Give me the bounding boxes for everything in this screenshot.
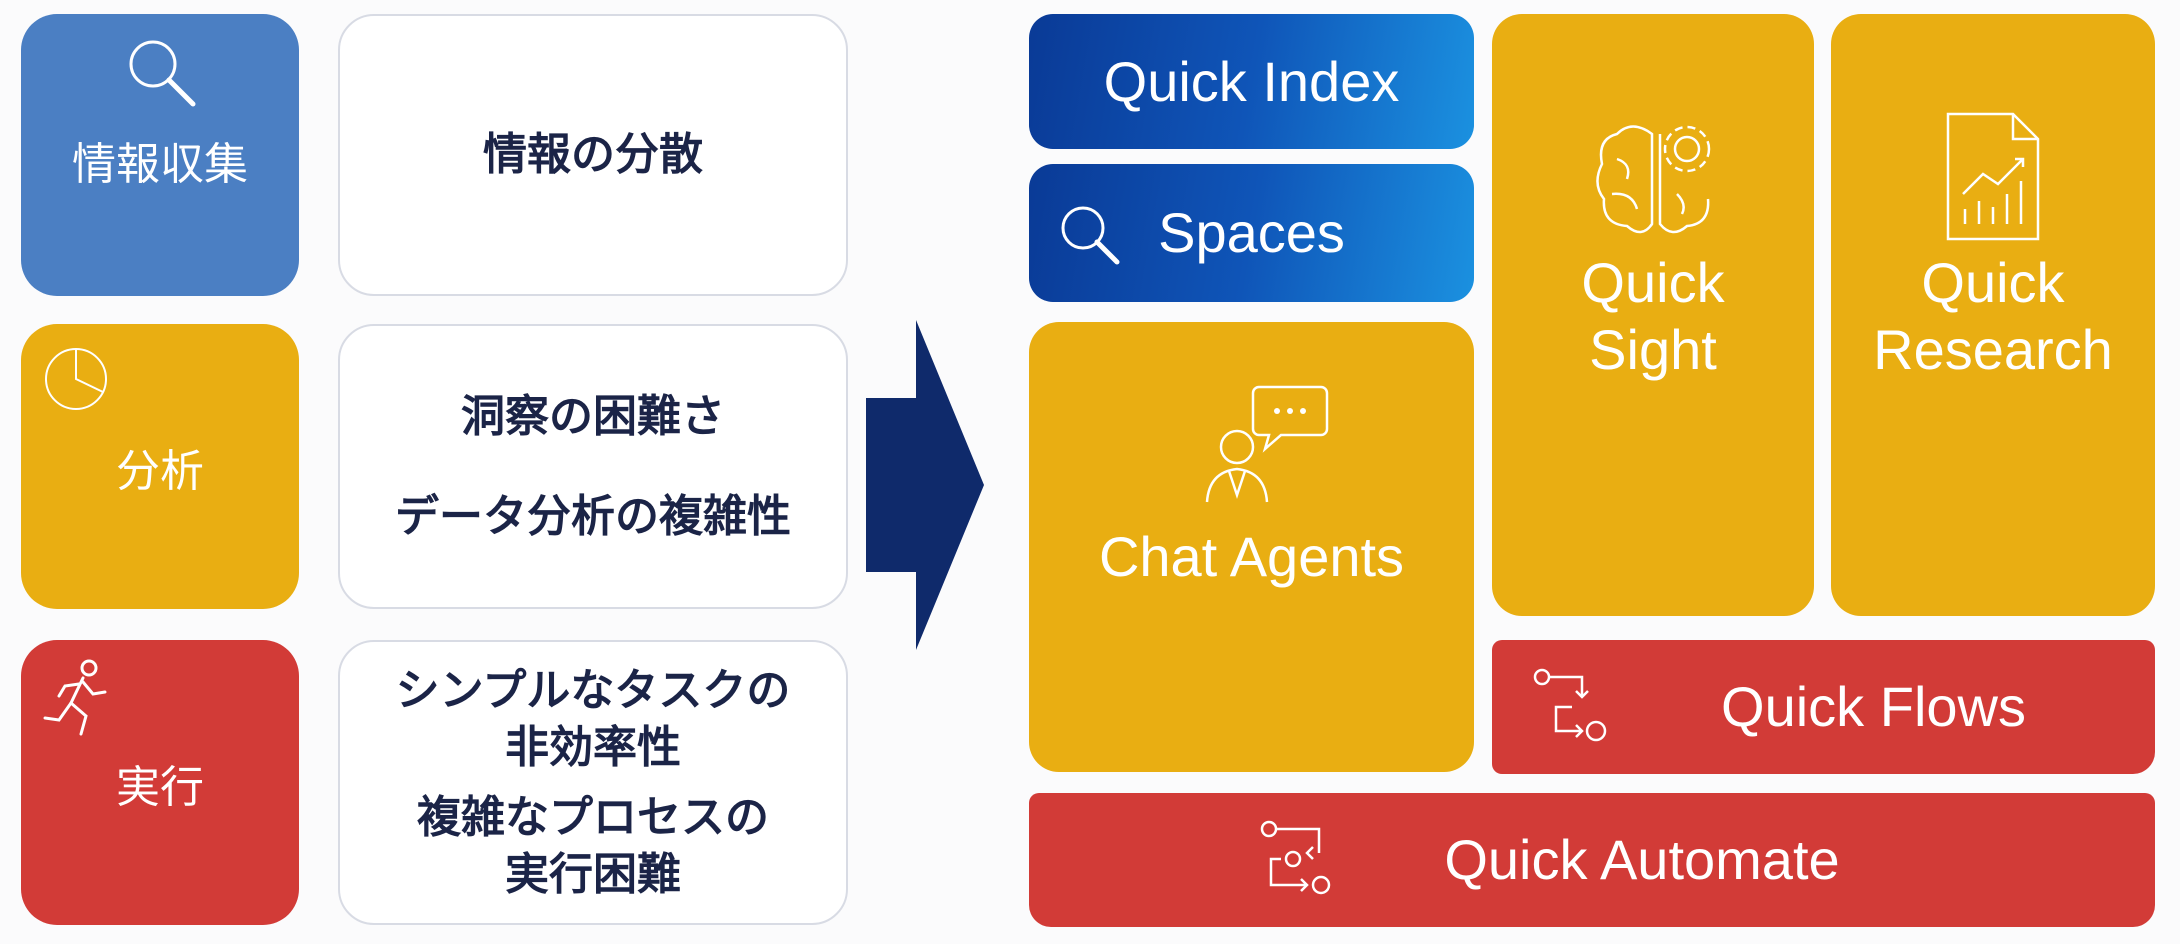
service-label: Quick Automate — [1444, 828, 1840, 892]
service-label: Quick Flows — [1721, 675, 2026, 739]
service-quick-sight: Quick Sight — [1492, 14, 1814, 616]
service-spaces: Spaces — [1029, 164, 1474, 302]
workflow-icon — [1533, 668, 1607, 742]
service-label: Chat Agents — [1098, 525, 1405, 589]
service-quick-research: Quick Research — [1831, 14, 2155, 616]
problem-box-analysis: 洞察の困難さ データ分析の複雑性 — [338, 324, 848, 609]
automation-icon — [1260, 820, 1331, 895]
problem-text: 洞察の困難さ — [461, 390, 725, 442]
chat-agent-icon — [1205, 385, 1329, 503]
problem-text: シンプルなタスクの 非効率性 — [395, 665, 791, 774]
category-info-gathering: 情報収集 — [21, 14, 299, 296]
category-analysis: 分析 — [21, 324, 299, 609]
right-arrow-icon — [866, 320, 984, 650]
search-icon — [129, 40, 196, 107]
problem-box-execution: シンプルなタスクの 非効率性 複雑なプロセスの 実行困難 — [338, 640, 848, 925]
service-quick-index: Quick Index — [1029, 14, 1474, 149]
category-label: 情報収集 — [72, 139, 248, 190]
category-label: 分析 — [116, 445, 204, 497]
problem-text: データ分析の複雑性 — [395, 491, 791, 543]
pie-chart-icon — [45, 348, 107, 410]
service-chat-agents: Chat Agents — [1029, 322, 1474, 772]
service-label: Spaces — [1158, 201, 1345, 265]
report-chart-icon — [1946, 112, 2040, 241]
brain-gear-icon — [1596, 125, 1711, 234]
service-quick-flows: Quick Flows — [1492, 640, 2155, 774]
problem-box-info: 情報の分散 — [338, 14, 848, 296]
category-label: 実行 — [116, 761, 204, 813]
service-quick-automate: Quick Automate — [1029, 793, 2155, 927]
category-execution: 実行 — [21, 640, 299, 925]
running-person-icon — [43, 659, 107, 736]
service-label: Quick Sight — [1581, 251, 1725, 382]
service-label: Quick Index — [1103, 49, 1400, 113]
search-icon — [1061, 206, 1120, 265]
problem-text: 複雑なプロセスの 実行困難 — [417, 791, 769, 900]
service-label: Quick Research — [1873, 251, 2113, 382]
problem-text: 情報の分散 — [483, 129, 703, 181]
